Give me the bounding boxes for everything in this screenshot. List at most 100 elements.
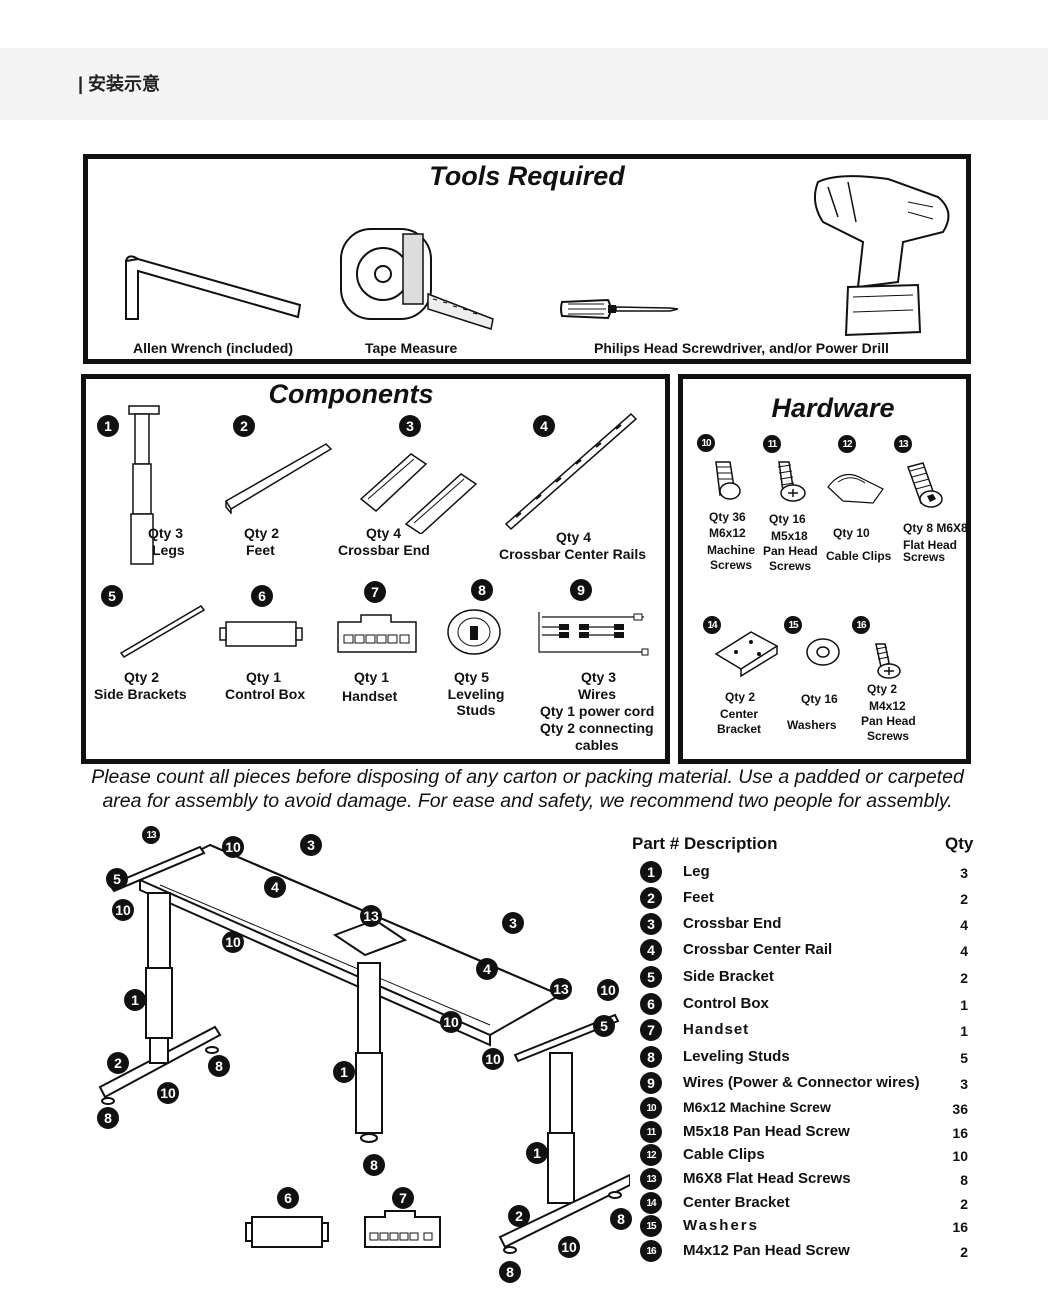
hardware-name1-13: Flat Head xyxy=(903,538,958,552)
component-num-1: 1 xyxy=(97,415,119,437)
foot-icon xyxy=(224,443,333,514)
hardware-num-15: 15 xyxy=(784,616,802,634)
hardware-box: Hardware 10 11 12 13 Qty 36 M6x12 Machin… xyxy=(678,374,971,764)
component-num-8: 8 xyxy=(471,579,493,601)
diagram-callout-10-right-mid: 10 xyxy=(440,1011,462,1033)
parts-row-desc: M5x18 Pan Head Screw xyxy=(683,1123,850,1140)
diagram-callout-13-right: 13 xyxy=(550,978,572,1000)
hardware-name1-11: Pan Head xyxy=(763,544,818,558)
hardware-spec-10: M6x12 xyxy=(709,526,746,540)
component-num-7: 7 xyxy=(364,581,386,603)
hardware-qty-15: Qty 16 xyxy=(801,692,838,706)
component-qty-8: Qty 5 xyxy=(454,669,490,685)
parts-row-num: 10 xyxy=(640,1097,662,1119)
hardware-spec-11: M5x18 xyxy=(771,529,808,543)
diagram-callout-2-left: 2 xyxy=(107,1052,129,1074)
notice-line-2: area for assembly to avoid damage. For e… xyxy=(102,789,953,812)
parts-row-qty: 1 xyxy=(960,1023,968,1039)
parts-row-7: 7 Handset 1 xyxy=(640,1018,970,1042)
diagram-callout-10-left-foot: 10 xyxy=(157,1082,179,1104)
diagram-callout-1-left: 1 xyxy=(124,989,146,1011)
parts-row-num: 11 xyxy=(640,1121,662,1143)
tape-measure-icon xyxy=(340,228,494,330)
parts-row-5: 5 Side Bracket 2 xyxy=(640,965,970,989)
parts-row-14: 14 Center Bracket 2 xyxy=(640,1191,970,1215)
parts-row-qty: 16 xyxy=(952,1219,968,1235)
tools-box: Tools Required Allen Wrench (included) T… xyxy=(83,154,971,364)
parts-row-desc: Control Box xyxy=(683,995,769,1012)
diagram-callout-10-top: 10 xyxy=(222,836,244,858)
m4-pan-head-screw-icon xyxy=(875,643,901,679)
crossbar-end-icon xyxy=(359,453,478,534)
parts-row-num: 9 xyxy=(640,1072,662,1094)
component-qty-7: Qty 1 xyxy=(354,669,390,685)
hardware-name1-12: Cable Clips xyxy=(826,549,892,563)
diagram-callout-3-top: 3 xyxy=(300,834,322,856)
components-title: Components xyxy=(268,379,434,409)
hardware-qty-12: Qty 10 xyxy=(833,526,870,540)
parts-row-qty: 2 xyxy=(960,891,968,907)
diagram-callout-8-left: 8 xyxy=(97,1107,119,1129)
diagram-callout-10-left: 10 xyxy=(112,899,134,921)
diagram-callout-8-right: 8 xyxy=(499,1261,521,1283)
parts-row-9: 9 Wires (Power & Connector wires) 3 xyxy=(640,1071,970,1095)
component-name-1: Legs xyxy=(152,542,185,558)
parts-row-desc: M6x12 Machine Screw xyxy=(683,1099,831,1115)
parts-row-num: 3 xyxy=(640,913,662,935)
parts-row-qty: 10 xyxy=(952,1148,968,1164)
parts-row-num: 12 xyxy=(640,1144,662,1166)
diagram-callout-1-center: 1 xyxy=(333,1061,355,1083)
component-name-3: Crossbar End xyxy=(338,542,430,558)
parts-row-desc: Cable Clips xyxy=(683,1146,765,1163)
tool-label-tape: Tape Measure xyxy=(365,340,458,356)
component-qty-5: Qty 2 xyxy=(124,669,160,685)
hardware-spec-16: M4x12 xyxy=(869,699,906,713)
crossbar-center-rail-icon xyxy=(504,412,638,531)
component-name-5: Side Brackets xyxy=(94,686,187,702)
parts-row-qty: 3 xyxy=(960,1076,968,1092)
hardware-num-16: 16 xyxy=(852,616,870,634)
components-box: Components 1 2 3 4 Qty 3 Legs Qty 2 Feet… xyxy=(81,374,670,764)
hardware-name2-10: Screws xyxy=(710,558,753,572)
page-title: | 安装示意 xyxy=(78,74,161,94)
parts-row-3: 3 Crossbar End 4 xyxy=(640,912,970,936)
component-name-2: Feet xyxy=(246,542,275,558)
hardware-qty-14: Qty 2 xyxy=(725,690,756,704)
tools-title: Tools Required xyxy=(429,161,625,191)
parts-row-qty: 4 xyxy=(960,917,968,933)
diagram-callout-3-right: 3 xyxy=(502,912,524,934)
component-num-9: 9 xyxy=(570,579,592,601)
parts-row-qty: 1 xyxy=(960,997,968,1013)
parts-row-desc: Crossbar End xyxy=(683,915,782,932)
diagram-callout-8-center: 8 xyxy=(363,1154,385,1176)
parts-row-desc: M6X8 Flat Head Screws xyxy=(683,1170,851,1187)
control-box-icon xyxy=(219,621,303,647)
parts-row-desc: Handset xyxy=(683,1021,750,1038)
parts-row-desc: Side Bracket xyxy=(683,968,774,985)
hardware-qty-10: Qty 36 xyxy=(709,510,746,524)
parts-row-qty: 4 xyxy=(960,943,968,959)
diagram-callout-8-right-foot: 8 xyxy=(610,1208,632,1230)
component-extra-9b: Qty 2 connecting xyxy=(540,720,654,736)
tool-label-allen: Allen Wrench (included) xyxy=(133,340,293,356)
parts-row-num: 7 xyxy=(640,1019,662,1041)
component-qty-9: Qty 3 xyxy=(581,669,617,685)
parts-row-qty: 16 xyxy=(952,1125,968,1141)
component-name-9: Wires xyxy=(578,686,617,702)
component-qty-1: Qty 3 xyxy=(148,525,184,541)
leg-icon xyxy=(128,405,160,565)
hardware-name1-16: Pan Head xyxy=(861,714,916,728)
parts-row-qty: 8 xyxy=(960,1172,968,1188)
hardware-name2-11: Screws xyxy=(769,559,812,573)
parts-row-qty: 2 xyxy=(960,1196,968,1212)
parts-row-16: 16 M4x12 Pan Head Screw 2 xyxy=(640,1239,970,1263)
parts-row-num: 16 xyxy=(640,1240,662,1262)
power-drill-icon xyxy=(813,175,950,337)
parts-row-6: 6 Control Box 1 xyxy=(640,992,970,1016)
component-extra-9c: cables xyxy=(575,737,619,753)
diagram-callout-6: 6 xyxy=(277,1187,299,1209)
parts-row-num: 2 xyxy=(640,887,662,909)
hardware-qty-16: Qty 2 xyxy=(867,682,898,696)
hardware-num-10: 10 xyxy=(697,434,715,452)
parts-row-15: 15 Washers 16 xyxy=(640,1214,970,1238)
